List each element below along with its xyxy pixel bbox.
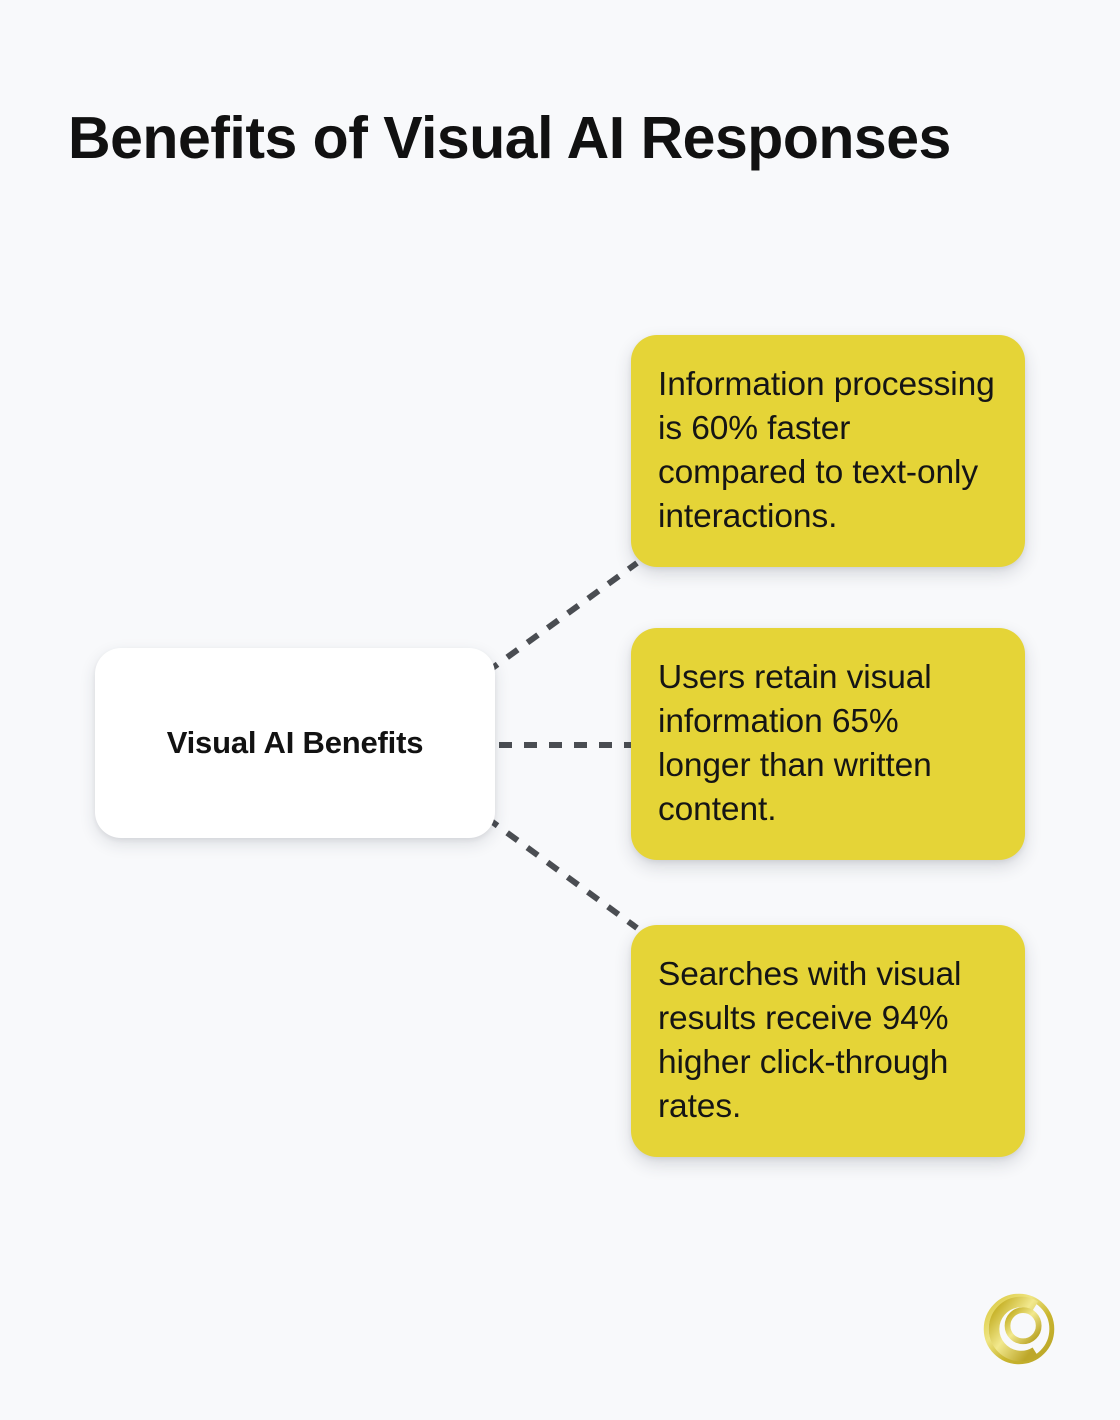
connector-to-branch-3 [485, 815, 639, 931]
center-node[interactable]: Visual AI Benefits [95, 648, 495, 838]
cq-monogram-logo [983, 1293, 1055, 1365]
logo-outer-ring [983, 1293, 1055, 1365]
center-node-label: Visual AI Benefits [166, 725, 424, 760]
benefit-card-click-through[interactable]: Searches with visual results receive 94%… [631, 925, 1025, 1157]
benefit-card-retention[interactable]: Users retain visual information 65% long… [631, 628, 1025, 860]
logo-letter-c [988, 1296, 1039, 1362]
benefit-card-text: Searches with visual results receive 94%… [658, 956, 962, 1125]
benefit-card-text: Users retain visual information 65% long… [658, 659, 932, 828]
connector-to-branch-1 [485, 560, 639, 675]
benefit-card-processing-speed[interactable]: Information processing is 60% faster com… [631, 335, 1025, 567]
benefit-card-text: Information processing is 60% faster com… [658, 366, 995, 535]
page-title: Benefits of Visual AI Responses [68, 105, 951, 171]
